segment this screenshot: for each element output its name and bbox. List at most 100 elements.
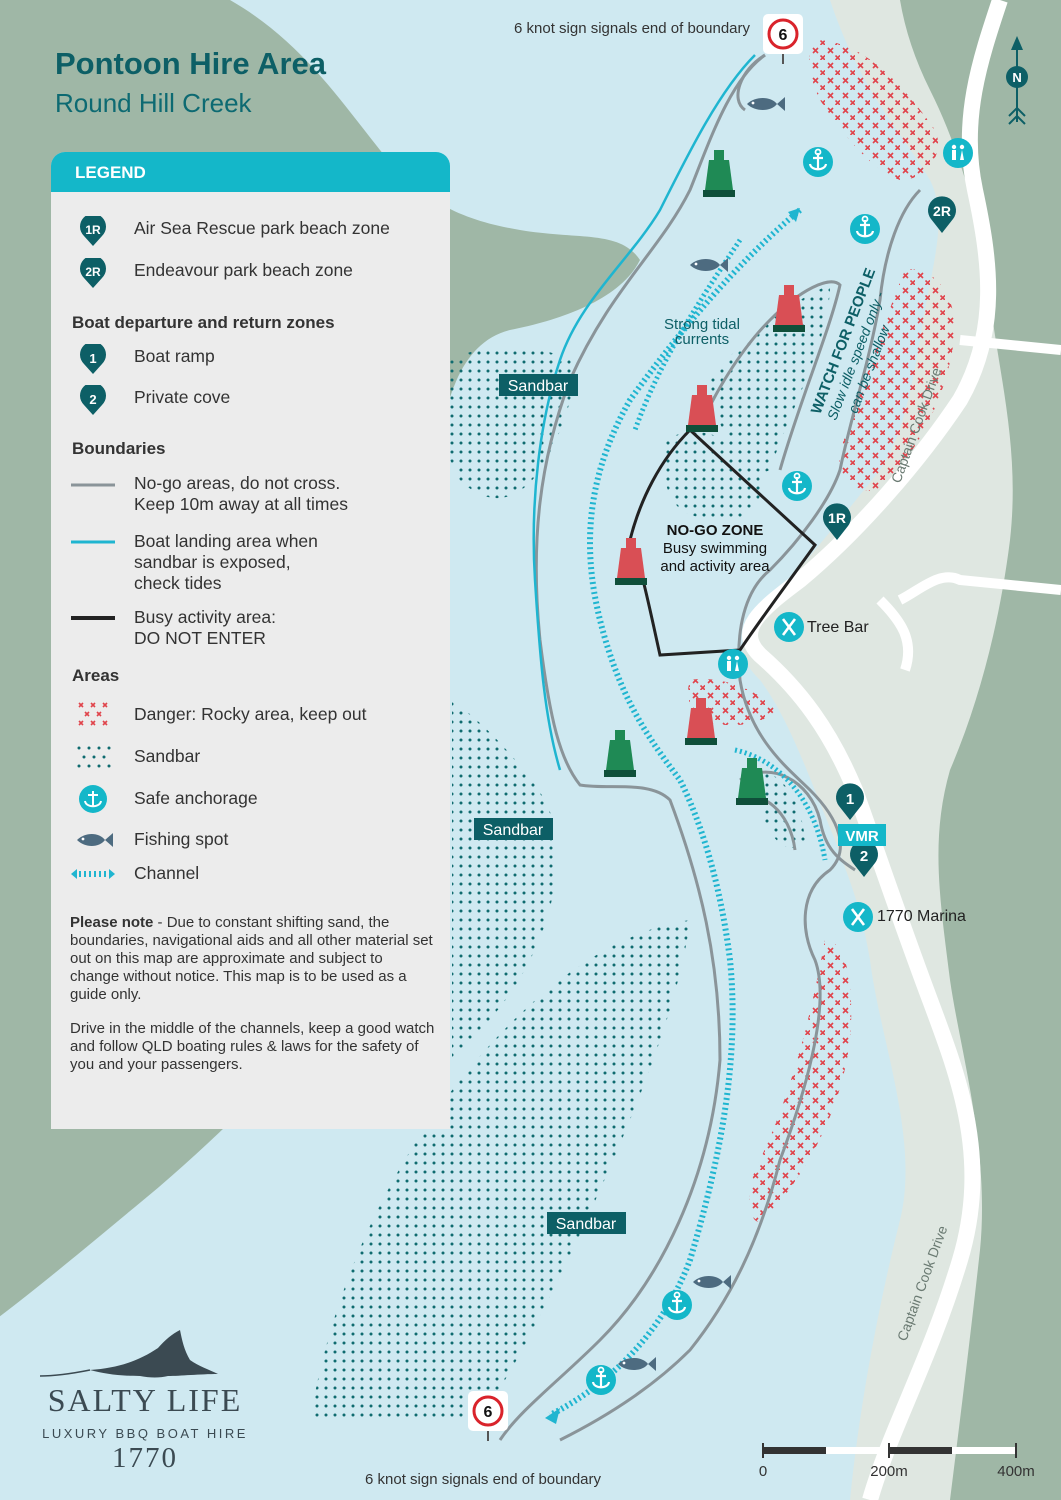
marker-1r-label: 1R	[828, 510, 846, 526]
rocky-area-icon	[78, 702, 108, 726]
manta-ray-icon	[39, 1330, 218, 1378]
buoy-red-west	[615, 538, 647, 585]
legend-boundaries-heading: Boundaries	[72, 439, 166, 458]
channel-north-arrow	[788, 208, 800, 222]
svg-text:1R: 1R	[85, 223, 101, 237]
logo-name: SALTY LIFE	[47, 1382, 243, 1418]
boundary-line-marina	[739, 770, 856, 872]
note-text: - Due to constant shifting sand, the bou…	[70, 914, 433, 1003]
sign-top-label: 6 knot sign signals end of boundary	[514, 20, 750, 37]
scale-label-0: 0	[759, 1463, 767, 1480]
nogo-line2: and activity area	[660, 558, 770, 575]
marker-2: 2	[850, 840, 878, 877]
page-subtitle: Round Hill Creek	[55, 88, 252, 118]
legend-areas-heading: Areas	[72, 666, 120, 685]
legend-note: Please note - Due to constant shifting s…	[70, 914, 435, 1090]
legend-panel: LEGEND 1R Air Sea Rescue park beach zone…	[51, 152, 450, 1129]
landing-line	[532, 54, 756, 771]
departure-badge-icon: 1	[80, 344, 106, 374]
toilet-icon	[943, 138, 973, 168]
restaurant-icon	[774, 612, 804, 642]
svg-text:2: 2	[89, 392, 96, 407]
marker-1-label: 1	[846, 791, 854, 808]
marker-2r: 2R	[928, 196, 956, 233]
legend-departure-heading: Boat departure and return zones	[72, 313, 335, 332]
legend-heading: LEGEND	[51, 152, 450, 192]
anchor-icon	[803, 147, 833, 177]
buoy-red-north	[773, 285, 805, 332]
speed-sign-bottom: 6	[468, 1391, 508, 1441]
vmr-box	[838, 824, 886, 846]
marina-label: 1770 Marina	[877, 908, 966, 925]
legend-rocky: Danger: Rocky area, keep out	[134, 704, 367, 724]
toilet-icon	[718, 649, 748, 679]
note-text2: Drive in the middle of the channels, kee…	[70, 1020, 435, 1073]
zone-badge-icon: 2R	[80, 258, 106, 288]
boundary-grey-icon	[71, 483, 115, 487]
sign-bottom-label: 6 knot sign signals end of boundary	[365, 1471, 601, 1488]
buoy-green-north	[703, 150, 735, 197]
buoy-green-marina	[736, 758, 768, 805]
rocky-area-east	[839, 269, 955, 491]
fish-icon	[690, 258, 728, 272]
channel-arrow-icon	[71, 869, 115, 879]
tidal-label-line2: currents	[675, 331, 729, 348]
zone-badge-icon: 1R	[80, 216, 106, 246]
sandbar-marina	[755, 770, 805, 849]
legend-anchorage: Safe anchorage	[134, 788, 258, 808]
departure-badge-icon: 2	[80, 385, 106, 415]
sandbar-dots-icon	[77, 746, 111, 768]
anchor-icon	[782, 471, 812, 501]
svg-text:6: 6	[779, 27, 788, 44]
channel-south-arrow	[545, 1408, 560, 1424]
svg-text:Sandbar: Sandbar	[483, 822, 544, 839]
vmr-label: VMR	[845, 828, 879, 845]
svg-text:Sandbar: Sandbar	[556, 1216, 617, 1233]
north-label: N	[1012, 70, 1021, 85]
anchor-icon	[850, 214, 880, 244]
road	[742, 0, 1008, 1500]
rocky-area-north	[809, 40, 939, 180]
sandbar-label-north: Sandbar	[499, 374, 578, 396]
tidal-label-line1: Strong tidal	[664, 316, 740, 333]
anchor-icon	[586, 1365, 616, 1395]
boundary-blue-icon	[71, 540, 115, 544]
scale-label-200: 200m	[870, 1463, 908, 1480]
nogo-title: NO-GO ZONE	[667, 522, 764, 539]
channel-marina	[734, 747, 828, 861]
marker-2r-label: 2R	[933, 203, 951, 219]
fish-icon	[747, 97, 785, 111]
sandbar-label-south: Sandbar	[547, 1212, 626, 1234]
scale-bar: 0 200m 400m	[759, 1443, 1035, 1480]
legend-private-cove: Private cove	[134, 387, 231, 407]
logo-year: 1770	[112, 1442, 178, 1474]
speed-sign-top: 6	[763, 14, 803, 64]
legend-channel: Channel	[134, 863, 200, 883]
buoy-red-south	[685, 698, 717, 745]
buoy-green-west	[604, 730, 636, 777]
no-go-zone-outline	[628, 427, 817, 657]
page-title: Pontoon Hire Area	[55, 46, 326, 81]
svg-text:Sandbar: Sandbar	[508, 378, 569, 395]
sandbar-south	[310, 920, 690, 1420]
buoy-red-center	[686, 385, 718, 432]
boundary-line-inner	[698, 280, 842, 471]
svg-text:6: 6	[484, 1404, 493, 1421]
logo-tagline: LUXURY BBQ BOAT HIRE	[42, 1426, 248, 1441]
legend-zone-1r: Air Sea Rescue park beach zone	[134, 218, 390, 238]
anchor-icon	[79, 785, 107, 813]
sandbar-label-mid: Sandbar	[474, 818, 553, 840]
fish-icon	[618, 1357, 656, 1371]
legend-boundary-nogo: No-go areas, do not cross. Keep 10m away…	[134, 473, 348, 514]
scale-label-400: 400m	[997, 1463, 1035, 1480]
fish-icon	[77, 833, 113, 847]
boundary-line-west	[498, 53, 766, 1441]
boundary-line-east	[559, 188, 922, 1442]
north-arrow-icon: N	[1006, 36, 1028, 125]
side-road	[876, 335, 1061, 672]
boundary-line-top	[736, 53, 766, 112]
svg-text:2R: 2R	[85, 265, 101, 279]
fish-icon	[693, 1275, 731, 1289]
marker-1: 1	[836, 783, 864, 820]
rocky-area-south	[749, 940, 852, 1222]
